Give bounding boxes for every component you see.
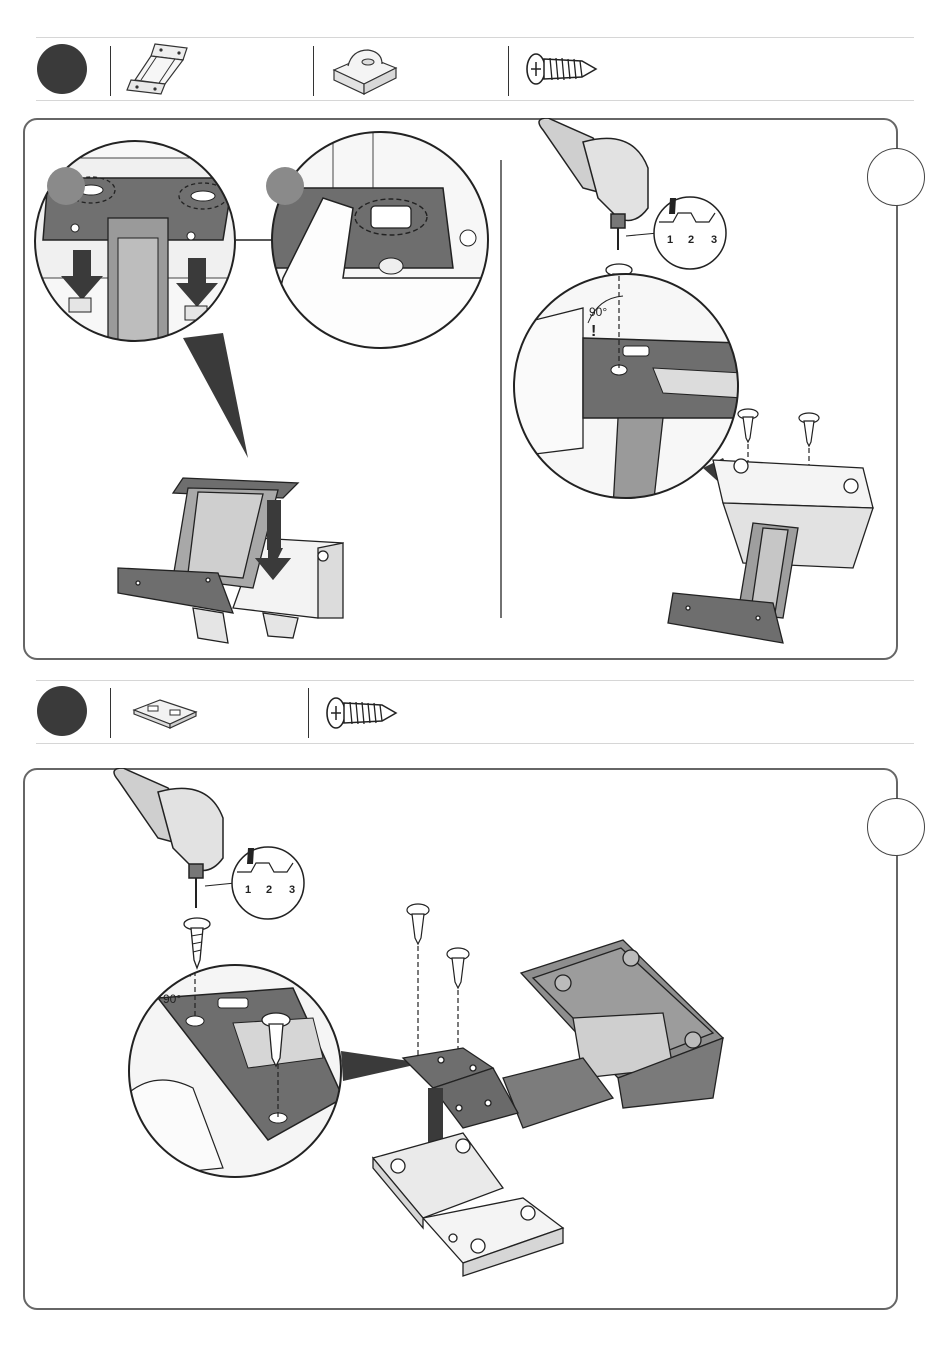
screw-icon	[184, 918, 210, 968]
callout-wedge	[183, 333, 248, 458]
bracket-assembly	[118, 478, 343, 643]
bracket-icon	[125, 40, 195, 98]
drill-icon	[539, 118, 648, 250]
step-2-illustration: 1 2 3 90° !	[23, 768, 894, 1308]
torque-dial: 1 2 3	[232, 847, 304, 919]
angle-label: 90°	[589, 305, 607, 319]
block-assembly	[668, 459, 873, 643]
hinge-assembly	[403, 940, 723, 1128]
detail-b-marker	[266, 167, 304, 205]
parts-separator	[313, 46, 314, 96]
dial-mark-1: 1	[245, 884, 251, 896]
zoom-detail-d: 90° !	[123, 963, 353, 1183]
screw-icon	[522, 50, 600, 88]
dial-mark-3: 3	[711, 234, 717, 246]
mounting-plate	[373, 1133, 563, 1276]
detail-a-marker	[47, 167, 85, 205]
step-2-marker	[37, 686, 87, 736]
drill-icon	[114, 768, 223, 908]
header-bottom-rule	[36, 100, 914, 101]
dial-mark-2: 2	[688, 234, 694, 246]
dial-mark-1: 1	[667, 234, 673, 246]
screw-icon	[407, 904, 429, 1058]
screw-icon	[322, 694, 400, 732]
clip-icon	[130, 694, 202, 730]
parts-separator	[110, 46, 111, 96]
zoom-detail-a	[23, 118, 263, 358]
step-1-illustration: 1 2 3 90° !	[23, 118, 894, 658]
dial-mark-2: 2	[266, 884, 272, 896]
warning-mark: !	[591, 323, 596, 340]
parts-separator	[110, 688, 111, 738]
header-top-rule	[36, 680, 914, 681]
header-bottom-rule	[36, 743, 914, 744]
parts-separator	[308, 688, 309, 738]
parts-separator	[508, 46, 509, 96]
step-1-marker	[37, 44, 87, 94]
angle-label: 90°	[163, 992, 181, 1006]
foot-block-icon	[328, 44, 402, 96]
header-top-rule	[36, 37, 914, 38]
zoom-detail-c: 90° !	[503, 268, 743, 508]
torque-dial: 1 2 3	[654, 197, 726, 269]
zoom-detail-b	[236, 118, 503, 358]
dial-mark-3: 3	[289, 884, 295, 896]
